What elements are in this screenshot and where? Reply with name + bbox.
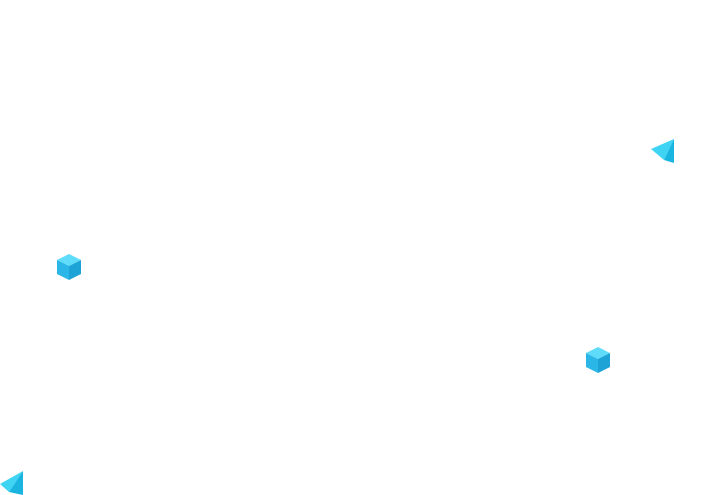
- pyramid-icon: [651, 139, 674, 163]
- cube-icon: [57, 254, 81, 280]
- pyramid-icon: [0, 471, 23, 495]
- cube-icon: [586, 347, 610, 373]
